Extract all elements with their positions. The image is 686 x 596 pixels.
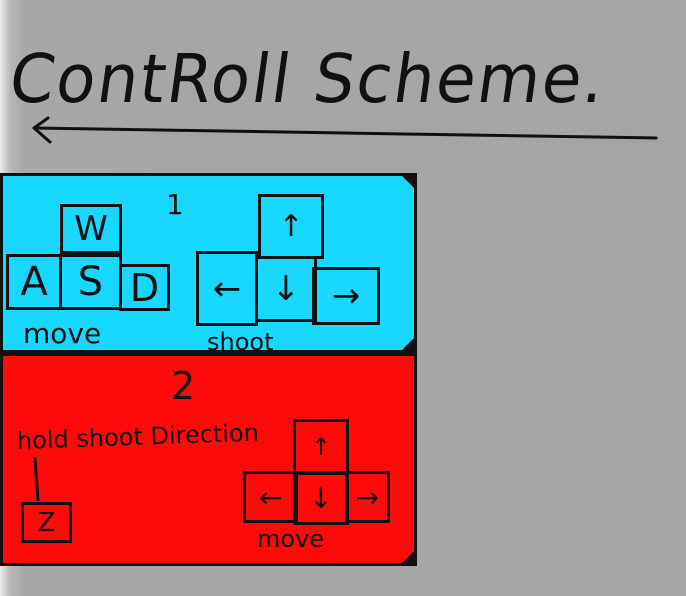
move-right-arrow-icon: → bbox=[355, 480, 380, 514]
shoot-right-key: → bbox=[312, 267, 380, 325]
key-z: Z bbox=[21, 502, 72, 543]
key-z-label: Z bbox=[37, 507, 56, 538]
move-left-arrow-icon: ← bbox=[258, 480, 283, 514]
player-one-panel: 1 W A S D move ↑ ← ↓ → shoot bbox=[0, 173, 417, 353]
shoot-left-key: ← bbox=[196, 251, 258, 326]
move-right-key: → bbox=[345, 471, 390, 523]
hold-shoot-direction-label: hold shoot Direction bbox=[16, 418, 260, 455]
key-s: S bbox=[59, 254, 122, 310]
key-d: D bbox=[119, 264, 170, 311]
move-down-key: ↓ bbox=[293, 471, 349, 525]
shoot-down-key: ↓ bbox=[255, 256, 317, 322]
player-two-number: 2 bbox=[171, 364, 196, 408]
page-title: ContRoll Scheme. bbox=[4, 38, 666, 148]
player-one-number: 1 bbox=[166, 188, 184, 221]
title-underline-arrow bbox=[32, 116, 658, 144]
player-two-move-label: move bbox=[257, 525, 325, 553]
shoot-up-arrow-icon: ↑ bbox=[278, 209, 304, 244]
key-d-label: D bbox=[129, 265, 160, 310]
player-one-move-label: move bbox=[23, 317, 102, 350]
move-left-key: ← bbox=[243, 471, 298, 523]
player-two-panel: 2 hold shoot Direction Z ↑ ← ↓ → move bbox=[0, 353, 417, 566]
key-s-label: S bbox=[77, 259, 104, 305]
shoot-right-arrow-icon: → bbox=[331, 276, 361, 316]
key-w-label: W bbox=[74, 209, 108, 249]
shoot-down-arrow-icon: ↓ bbox=[271, 269, 301, 309]
player-one-shoot-label: shoot bbox=[207, 328, 274, 356]
key-a: A bbox=[6, 254, 62, 310]
move-down-arrow-icon: ↓ bbox=[309, 481, 333, 515]
key-w: W bbox=[60, 204, 122, 254]
move-up-key: ↑ bbox=[293, 419, 349, 475]
page-title-text: ContRoll Scheme. bbox=[4, 41, 612, 119]
shoot-up-key: ↑ bbox=[258, 194, 324, 259]
shoot-left-arrow-icon: ← bbox=[212, 268, 242, 309]
key-a-label: A bbox=[20, 259, 48, 305]
move-up-arrow-icon: ↑ bbox=[310, 433, 332, 461]
